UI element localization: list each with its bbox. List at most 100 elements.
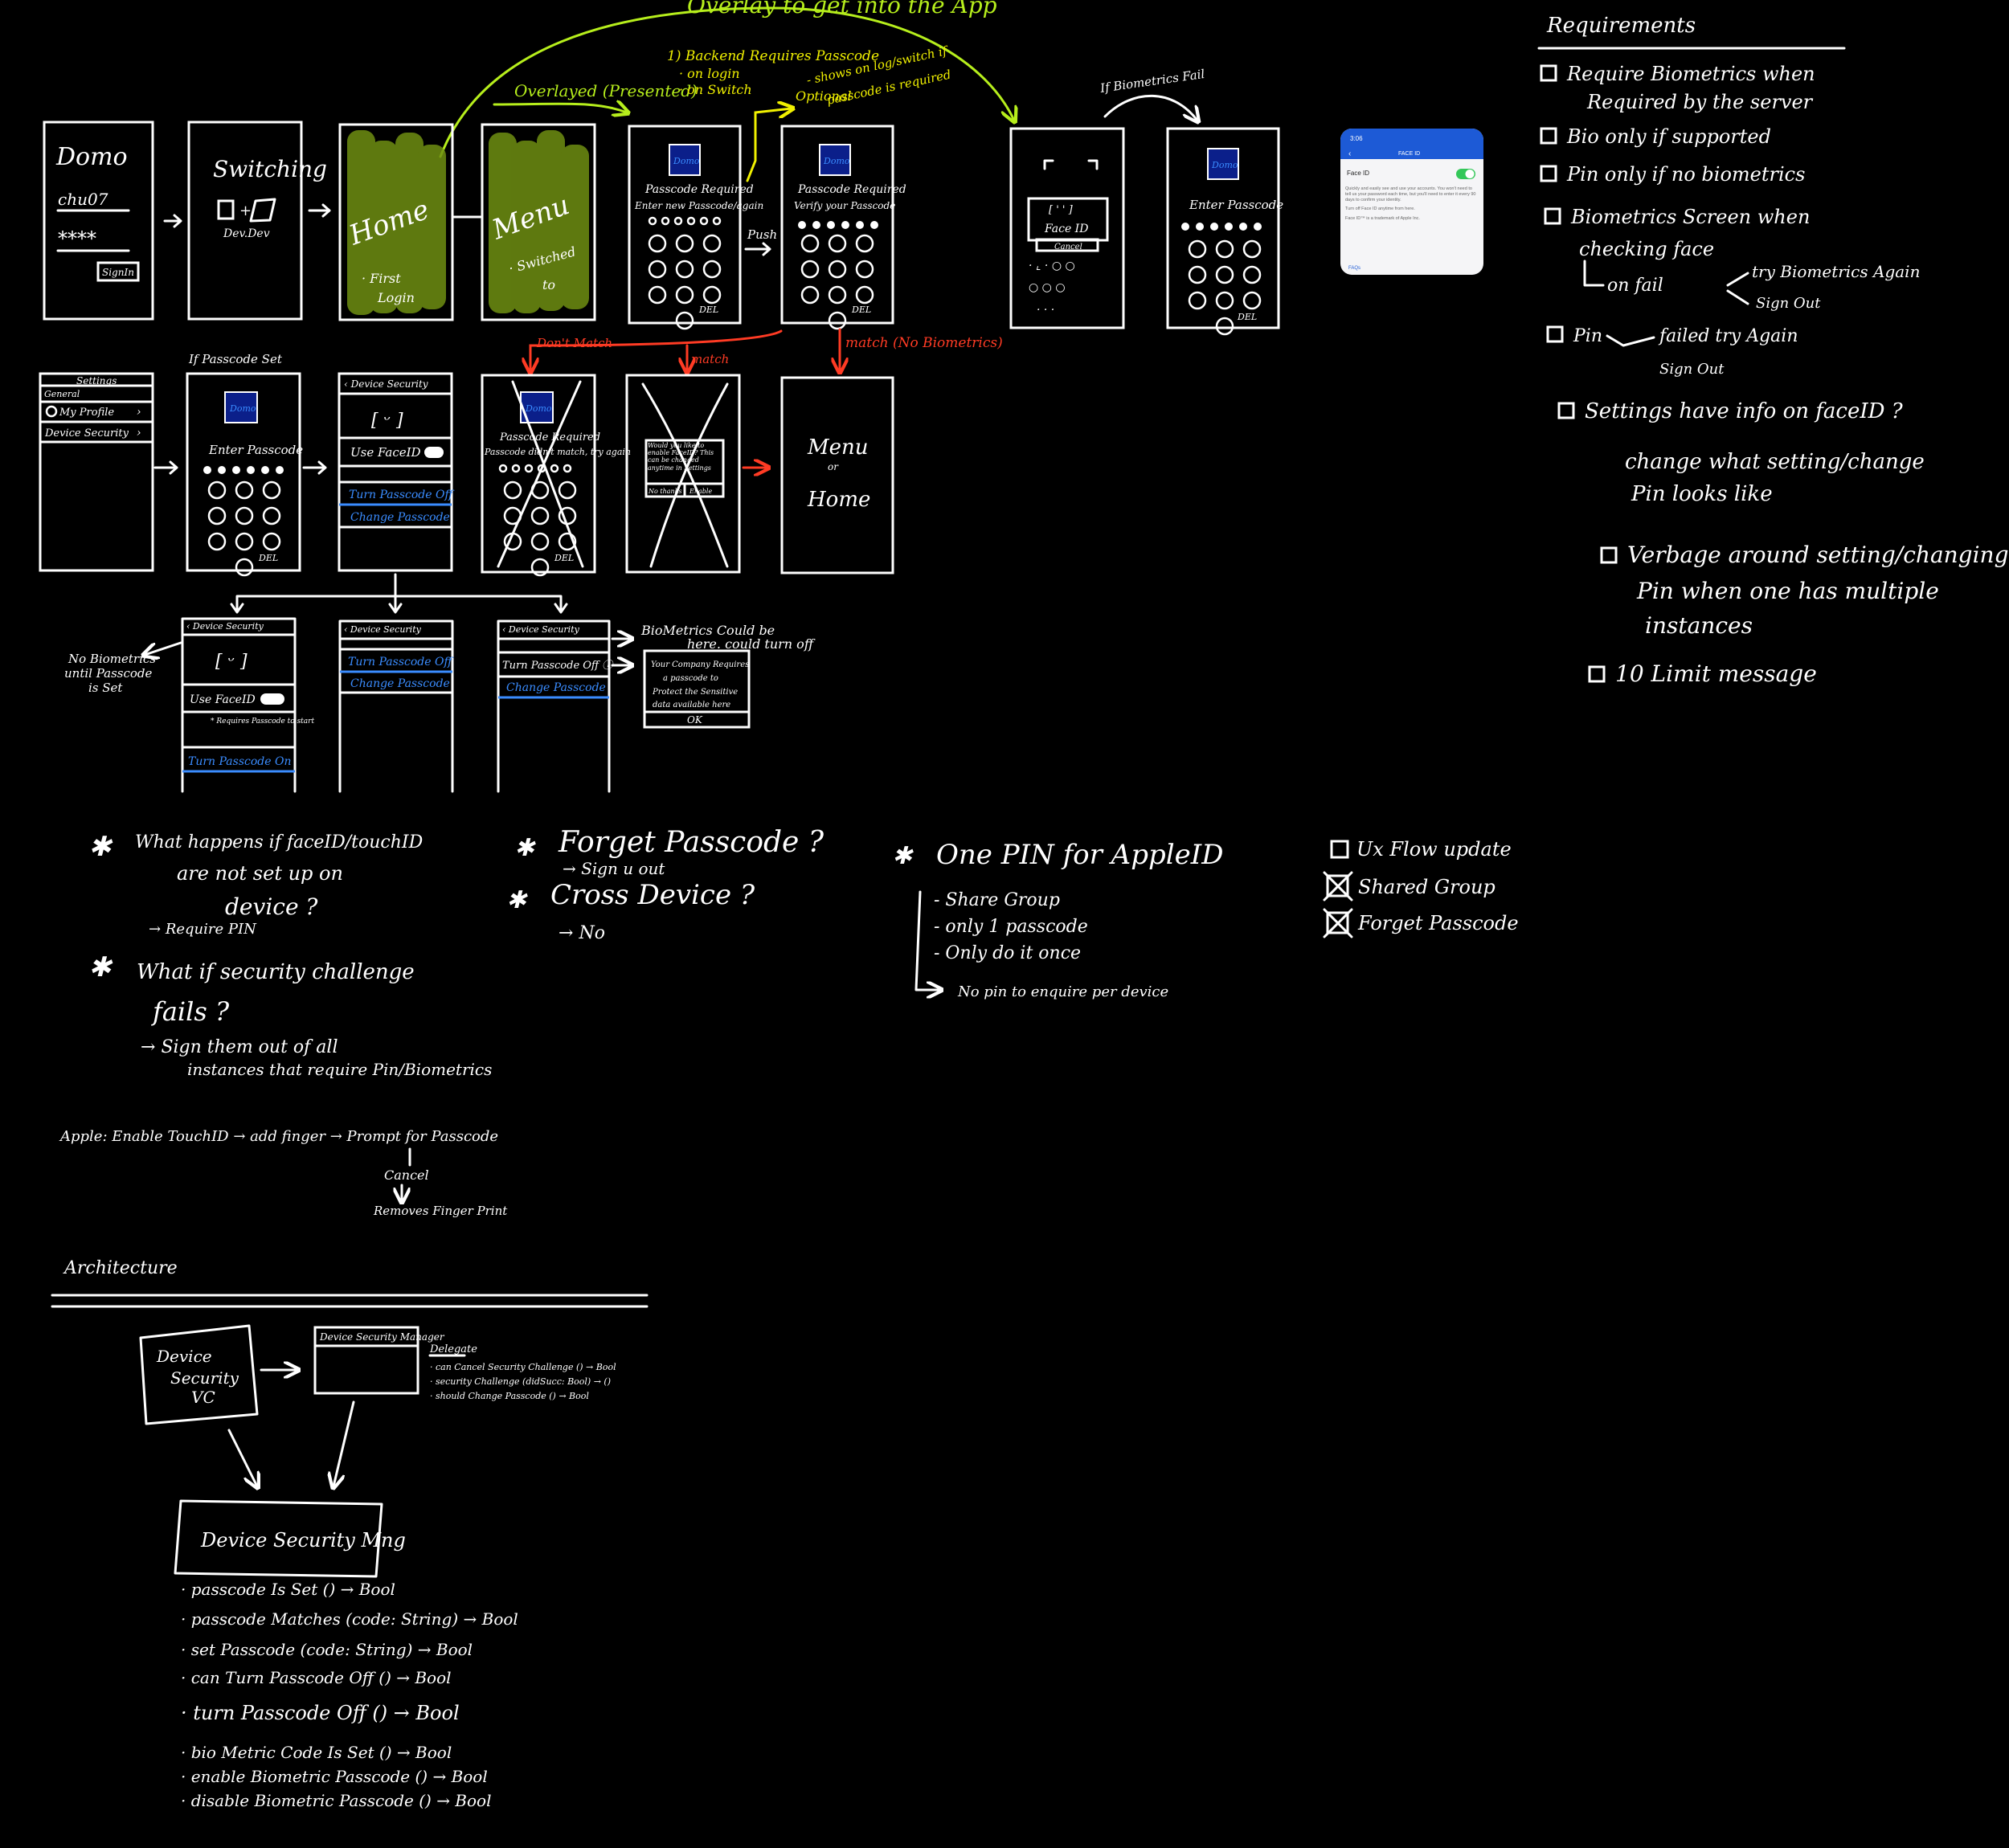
- bio-could-1: BioMetrics Could be: [640, 623, 775, 638]
- cross-out: [641, 382, 729, 568]
- no-bio-3: is Set: [88, 681, 123, 695]
- svg-text:[ ᵕ ]: [ ᵕ ]: [371, 411, 403, 431]
- switching-sub: Dev.Dev: [223, 227, 270, 240]
- mng-method: · set Passcode (code: String) → Bool: [181, 1640, 473, 1659]
- signin-button[interactable]: [96, 261, 140, 282]
- q2-ans-b: instances that require Pin/Biometrics: [187, 1060, 492, 1079]
- requirement-item: Sign Out: [1659, 361, 1725, 378]
- login-user[interactable]: chu07: [58, 190, 108, 209]
- v2-turn-off[interactable]: Turn Passcode Off: [348, 656, 453, 668]
- match-label: match: [691, 352, 729, 366]
- no-bio-1: No Biometrics: [68, 652, 156, 666]
- svg-text:○ ○ ○: ○ ○ ○: [1029, 281, 1066, 294]
- delegate-method: · can Cancel Security Challenge () → Boo…: [430, 1362, 616, 1372]
- v1-back[interactable]: ‹ Device Security: [186, 621, 264, 632]
- checkbox[interactable]: [1557, 402, 1575, 419]
- v2-change[interactable]: Change Passcode: [350, 677, 450, 690]
- checkbox[interactable]: [1540, 127, 1557, 145]
- q4-ans: → No: [559, 923, 605, 943]
- settings-profile[interactable]: My Profile: [59, 407, 114, 419]
- dont-match-label: Don't Match: [536, 336, 612, 350]
- del-key[interactable]: DEL: [258, 553, 278, 563]
- q5-l4: No pin to enquire per device: [957, 983, 1168, 1000]
- v3-change[interactable]: Change Passcode: [506, 681, 606, 694]
- logo: Domo: [229, 403, 256, 414]
- arrow: [308, 203, 331, 218]
- checkbox[interactable]: [1600, 546, 1618, 564]
- v2-back[interactable]: ‹ Device Security: [344, 624, 422, 635]
- manager-box: [313, 1326, 419, 1395]
- mng-method: · disable Biometric Passcode () → Bool: [181, 1791, 491, 1810]
- phone-faq-link[interactable]: FAQs: [1348, 266, 1360, 271]
- del-key[interactable]: DEL: [554, 553, 574, 563]
- tablet-icon: [249, 198, 276, 223]
- logo: Domo: [673, 156, 700, 166]
- faceid-toggle[interactable]: [424, 447, 444, 458]
- alert-no[interactable]: No thanks: [648, 488, 682, 495]
- faceid-cancel[interactable]: Cancel: [1054, 243, 1082, 251]
- star-icon: ✱: [514, 834, 536, 862]
- del-key[interactable]: DEL: [1237, 312, 1257, 322]
- apple-3: Removes Finger Print: [373, 1204, 508, 1218]
- alert-yes[interactable]: Enable: [689, 488, 712, 495]
- delegate-method: · should Change Passcode () → Bool: [430, 1391, 589, 1401]
- device-security-screen: [338, 372, 453, 572]
- checkbox[interactable]: [1540, 64, 1557, 82]
- login-title: Domo: [55, 143, 128, 171]
- svg-text:[ ᵕ ]: [ ᵕ ]: [215, 652, 248, 672]
- v3-back[interactable]: ‹ Device Security: [502, 624, 580, 635]
- requirements-panel: Requirements Require Biometrics whenRequ…: [1537, 14, 2009, 687]
- requirement-item: failed try Again: [1658, 326, 1798, 346]
- svg-text:· ⌞ · ○ ○: · ⌞ · ○ ○: [1029, 260, 1075, 272]
- logo: Domo: [1211, 160, 1238, 170]
- svg-text:[ ' ' ]: [ ' ' ]: [1049, 204, 1074, 216]
- phone-time: 3:06: [1350, 135, 1363, 142]
- checkbox-checked[interactable]: [1326, 911, 1349, 934]
- faceid-toggle[interactable]: [260, 693, 284, 705]
- settings-device-security[interactable]: Device Security: [44, 427, 129, 440]
- ep-title: Enter Passcode: [1189, 198, 1283, 212]
- overlayed-label: Overlayed (Presented): [514, 81, 698, 100]
- home-screen: [338, 123, 454, 321]
- back-chevron-icon[interactable]: ‹: [1348, 149, 1351, 158]
- switching-title: Switching: [213, 156, 327, 182]
- device-icon: [217, 199, 235, 220]
- login-password[interactable]: ****: [58, 227, 96, 250]
- requirement-item: Bio only if supported: [1566, 125, 1771, 148]
- optional-1: Optional: [796, 88, 852, 104]
- mh-home: Home: [807, 488, 870, 512]
- checkbox-checked[interactable]: [1326, 874, 1349, 897]
- checkbox[interactable]: [1544, 207, 1561, 225]
- v3-turn-off[interactable]: Turn Passcode Off ⓘ: [502, 660, 614, 672]
- ds-back[interactable]: ‹ Device Security: [344, 378, 428, 390]
- ca-ok[interactable]: OK: [687, 714, 703, 726]
- checkbox[interactable]: [1540, 165, 1557, 182]
- ds-turn-off[interactable]: Turn Passcode Off: [349, 489, 454, 501]
- svg-text:· · ·: · · ·: [1037, 304, 1054, 317]
- ds-change[interactable]: Change Passcode: [350, 511, 450, 524]
- checkbox[interactable]: [1588, 665, 1606, 683]
- v1-turn-on[interactable]: Turn Passcode On: [188, 755, 291, 768]
- vc-line1: Device: [156, 1347, 212, 1366]
- overlay-label: Overlay to get into the App: [687, 0, 997, 18]
- q4-a: Cross Device ?: [550, 879, 755, 911]
- star-icon: ✱: [88, 831, 113, 863]
- del-key[interactable]: DEL: [698, 305, 718, 315]
- star-icon: ✱: [88, 951, 113, 983]
- checkbox[interactable]: [1546, 325, 1564, 343]
- requirement-item: Biometrics Screen when: [1570, 206, 1810, 228]
- checkbox[interactable]: [1330, 840, 1349, 859]
- login-screen: [43, 121, 154, 321]
- mng-title: Device Security Mng: [200, 1529, 406, 1552]
- requirement-item: Require Biometrics when: [1566, 63, 1815, 85]
- menu-screen: [481, 123, 596, 321]
- phone-nav-title: FACE ID: [1398, 151, 1420, 157]
- mng-method: · passcode Is Set () → Bool: [181, 1580, 395, 1599]
- del-key[interactable]: DEL: [851, 305, 871, 315]
- apple-2: Cancel: [384, 1167, 429, 1183]
- svg-text:›: ›: [137, 406, 141, 419]
- arrow: [163, 214, 182, 228]
- mismatch-screen: [481, 374, 596, 574]
- svg-text:+: +: [239, 202, 252, 219]
- requirement-item: Verbage around setting/changing: [1627, 542, 2009, 568]
